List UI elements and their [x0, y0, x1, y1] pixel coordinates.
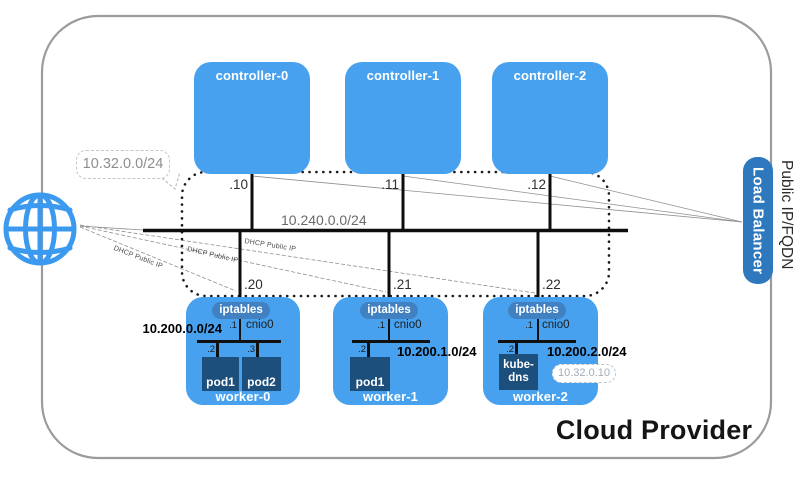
worker-1-crossbar	[352, 340, 430, 343]
worker-2-bridge-ip: .1	[525, 320, 533, 331]
controller-0-name: controller-0	[215, 68, 289, 83]
worker-0-ip: .20	[244, 277, 263, 292]
worker-0-crossbar	[197, 340, 281, 343]
controller-1-box	[345, 62, 461, 174]
worker-2-crossbar	[498, 340, 576, 343]
load-balancer-box: Load Balancer	[743, 157, 773, 284]
public-ip-fqdn-label: Public IP/FQDN	[778, 160, 795, 270]
dhcp-line-worker-2	[79, 224, 536, 294]
node-links	[238, 173, 552, 297]
service-cidr-bubble: 10.32.0.0/24	[76, 150, 170, 179]
worker-2-ip: .22	[542, 277, 561, 292]
dhcp-line-worker-0	[79, 226, 237, 292]
worker-2-dns-stub	[515, 342, 518, 355]
internet-to-bus-line	[79, 225, 144, 231]
worker-0-pod1: pod1	[202, 357, 239, 391]
dns-service-ip-bubble: 10.32.0.10	[552, 364, 616, 383]
worker-0-iptables-pill: iptables	[212, 302, 270, 319]
controller-0-ip: .10	[229, 177, 248, 192]
dhcp-line-worker-1	[79, 225, 387, 293]
internet-globe-icon	[3, 192, 77, 266]
worker-2-iptables-pill: iptables	[508, 302, 566, 319]
controller-2-box	[492, 62, 608, 174]
load-balancer-label: Load Balancer	[749, 166, 767, 275]
controller-1-name: controller-1	[366, 68, 440, 83]
service-cidr-bubble-tail	[161, 171, 181, 191]
lb-line-controller-1	[402, 175, 743, 223]
worker-0-pod-subnet: 10.200.0.0/24	[142, 321, 222, 336]
worker-0-pod1-stub	[216, 342, 219, 357]
lb-line-controller-2	[549, 175, 743, 223]
cloud-provider-label: Cloud Provider	[555, 415, 753, 445]
dhcp-lines	[79, 224, 536, 294]
worker-1-iptables-pill: iptables	[360, 302, 418, 319]
worker-0-bridge-name: cnio0	[246, 319, 274, 331]
worker-0-pod1-ip: .2	[207, 344, 215, 355]
worker-0-bridge-ip: .1	[229, 320, 237, 331]
worker-2-kube-dns-pod: kube-dns	[499, 354, 538, 390]
worker-1-name: worker-1	[363, 389, 418, 404]
worker-2-pod-subnet: 10.200.2.0/24	[547, 344, 627, 359]
worker-0-pod2-stub	[256, 342, 259, 357]
worker-1-bridge-ip: .1	[377, 320, 385, 331]
worker-0-bridge-wire	[238, 319, 241, 341]
worker-2-name: worker-2	[513, 389, 568, 404]
worker-0-pod2-ip: .3	[247, 344, 255, 355]
controller-2-ip: .12	[527, 177, 546, 192]
worker-2-bridge-name: cnio0	[542, 319, 570, 331]
cluster-network-boundary	[180, 170, 611, 298]
controller-1-ip: .11	[381, 177, 399, 192]
worker-0-name: worker-0	[215, 389, 271, 404]
worker-1-bridge-name: cnio0	[394, 319, 422, 331]
worker-1-bridge-wire	[387, 319, 390, 341]
worker-1-pod1: pod1	[350, 357, 390, 391]
worker-1-pod1-stub	[367, 342, 370, 357]
worker-2-bridge-wire	[536, 319, 539, 341]
worker-0-pod2: pod2	[242, 357, 281, 391]
worker-1-ip: .21	[393, 277, 412, 292]
worker-1-pod1-ip: .2	[358, 344, 366, 355]
lb-connection-lines	[251, 175, 743, 223]
worker-1-pod-subnet: 10.200.1.0/24	[397, 344, 477, 359]
worker-2-dns-ip: .2	[506, 344, 514, 355]
controller-2-name: controller-2	[513, 68, 587, 83]
controller-0-box	[194, 62, 310, 174]
node-subnet-label: 10.240.0.0/24	[281, 212, 367, 228]
lb-line-controller-0	[251, 175, 743, 223]
